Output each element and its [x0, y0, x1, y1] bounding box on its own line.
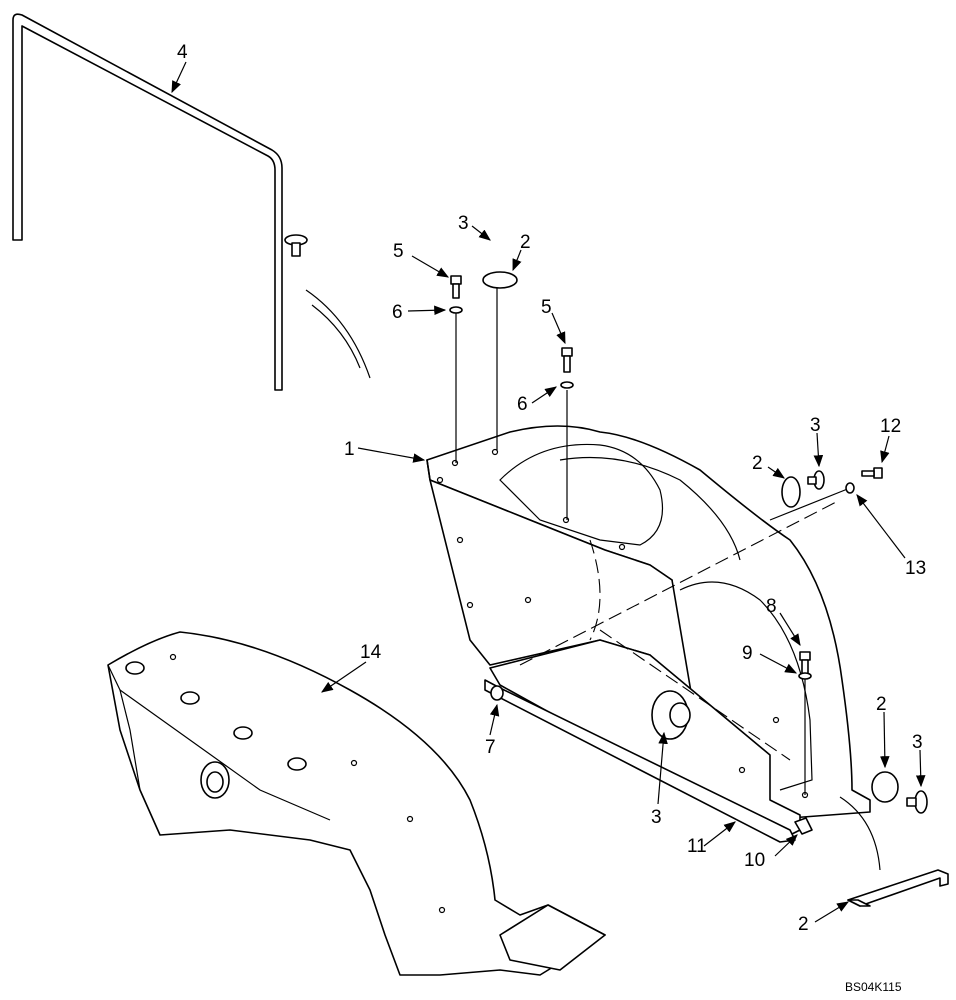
- arc-lower-right: [839, 796, 881, 871]
- callout-5: 5: [541, 297, 552, 318]
- callout-5: 5: [393, 241, 404, 262]
- callout-6: 6: [517, 394, 528, 415]
- arc-lower-left: [305, 289, 371, 379]
- callout-3: 3: [651, 807, 662, 828]
- callout-10: 10: [744, 850, 765, 871]
- bolt-line-12: [769, 487, 851, 521]
- callout-11: 11: [687, 836, 707, 857]
- clip-10: [794, 817, 813, 835]
- callout-3: 3: [810, 415, 821, 436]
- bolt-12: [861, 467, 883, 479]
- callout-13: 13: [905, 558, 926, 579]
- washer-2-top: [482, 271, 518, 289]
- part-4-rod: [12, 13, 283, 391]
- callout-14: 14: [360, 642, 382, 663]
- hidden-line-3: [589, 539, 601, 641]
- arc-inner-left: [311, 304, 361, 369]
- washer-6-mid: [560, 381, 574, 389]
- bolt-5-mid: [561, 347, 573, 373]
- washer-13: [845, 482, 855, 494]
- fastener-3-top: [284, 234, 308, 257]
- drawing-code: BS04K115: [845, 980, 902, 994]
- hidden-line-2: [599, 629, 791, 761]
- callout-6: 6: [392, 302, 403, 323]
- bolt-8: [799, 651, 811, 675]
- callout-1: 1: [344, 439, 355, 460]
- callout-8: 8: [766, 596, 777, 617]
- bolt-5-top: [450, 275, 462, 299]
- part-14-shroud: [107, 631, 606, 976]
- callout-12: 12: [880, 416, 901, 437]
- callout-7: 7: [485, 737, 496, 758]
- callout-2: 2: [798, 914, 809, 935]
- washer-2-lower-right: [871, 771, 899, 803]
- part-1-shield: [426, 425, 871, 843]
- callout-3: 3: [912, 732, 923, 753]
- callout-2: 2: [520, 232, 531, 253]
- callout-3: 3: [458, 213, 469, 234]
- washer-2-right: [781, 476, 801, 508]
- washer-9: [798, 672, 812, 680]
- hidden-line-1: [519, 499, 841, 666]
- callout-2: 2: [752, 453, 763, 474]
- nut-7: [490, 685, 504, 701]
- part-2-bracket: [847, 869, 949, 907]
- fastener-3-lower-right: [906, 790, 928, 814]
- fastener-3-right: [807, 470, 825, 490]
- callout-4: 4: [177, 42, 188, 63]
- callout-2: 2: [876, 694, 887, 715]
- callout-9: 9: [742, 643, 753, 664]
- washer-6-top: [449, 306, 463, 314]
